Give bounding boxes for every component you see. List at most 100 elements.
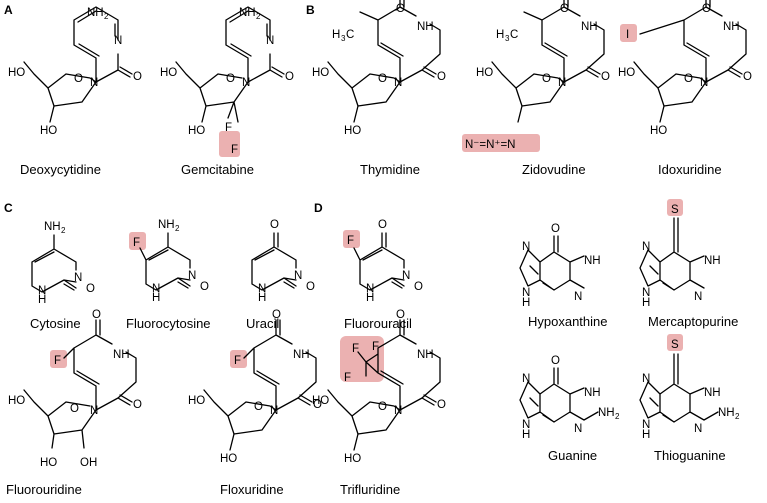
- svg-text:N: N: [694, 423, 702, 435]
- svg-text:F: F: [225, 122, 232, 134]
- svg-text:F: F: [372, 341, 379, 353]
- svg-text:N: N: [642, 419, 650, 431]
- svg-text:N: N: [242, 77, 250, 89]
- svg-text:N: N: [90, 405, 98, 417]
- svg-text:O: O: [551, 355, 560, 367]
- svg-text:O: O: [226, 73, 235, 85]
- svg-text:HO: HO: [8, 67, 25, 79]
- svg-text:NH: NH: [704, 387, 721, 399]
- molecule-name: Thymidine: [360, 162, 420, 177]
- svg-text:NH: NH: [723, 21, 740, 33]
- svg-text:O: O: [254, 401, 263, 413]
- svg-text:N: N: [266, 35, 274, 47]
- svg-text:2: 2: [615, 412, 620, 421]
- gemcitabine-structure: N N O NH 2 O HO HO F F Gemcitabine: [160, 6, 294, 177]
- svg-text:N: N: [394, 405, 402, 417]
- svg-text:N: N: [188, 270, 196, 282]
- zidovudine-structure: N NH O O H 3 C O HO N⁻=N⁺=N Zidovudine: [465, 0, 610, 177]
- svg-text:O: O: [542, 73, 551, 85]
- svg-text:N: N: [114, 35, 122, 47]
- svg-text:H: H: [642, 297, 650, 309]
- svg-text:O: O: [551, 223, 560, 235]
- molecule-name: Uracil: [246, 316, 279, 331]
- highlight-fluoro-floxuridine: [230, 350, 247, 368]
- highlight-azide: [462, 134, 540, 152]
- svg-text:HO: HO: [476, 67, 493, 79]
- highlight-difluoro: [219, 131, 240, 157]
- svg-text:S: S: [671, 339, 679, 351]
- svg-text:HO: HO: [344, 453, 361, 465]
- svg-text:N: N: [642, 287, 650, 299]
- svg-text:NH: NH: [581, 21, 598, 33]
- svg-text:H: H: [642, 429, 650, 441]
- svg-text:HO: HO: [188, 125, 205, 137]
- svg-text:N: N: [394, 77, 402, 89]
- svg-text:NH: NH: [417, 21, 434, 33]
- svg-text:HO: HO: [312, 395, 329, 407]
- svg-text:F: F: [133, 237, 140, 249]
- thymidine-structure: N NH O O H 3 C O HO HO Thymidine: [312, 0, 446, 177]
- svg-text:S: S: [671, 204, 679, 216]
- svg-text:O: O: [684, 73, 693, 85]
- svg-text:H: H: [496, 29, 504, 41]
- molecule-name: Idoxuridine: [658, 162, 722, 177]
- svg-text:O: O: [378, 73, 387, 85]
- svg-text:N: N: [574, 423, 582, 435]
- guanine-structure: O NH N NH 2 N N H Guanine: [519, 355, 620, 463]
- highlight-fluoro-fluorouridine: [50, 350, 67, 368]
- panel-label-d: D: [314, 201, 323, 215]
- svg-text:N: N: [366, 283, 374, 295]
- svg-text:C: C: [510, 29, 518, 41]
- trifluridine-structure: N NH O O F F F O HO HO Trifluridine: [312, 309, 446, 497]
- svg-text:N: N: [522, 373, 530, 385]
- azide-label: N⁻=N⁺=N: [465, 139, 516, 151]
- molecule-name: Gemcitabine: [181, 162, 254, 177]
- svg-text:NH: NH: [417, 349, 434, 361]
- svg-text:N: N: [522, 287, 530, 299]
- svg-text:F: F: [344, 372, 351, 384]
- thioguanine-structure: S NH N NH 2 N N H Thioguanine: [639, 339, 740, 463]
- svg-text:H: H: [38, 294, 46, 306]
- svg-text:NH: NH: [584, 387, 601, 399]
- svg-text:N: N: [38, 285, 46, 297]
- molecule-name: Zidovudine: [522, 162, 586, 177]
- svg-text:F: F: [352, 343, 359, 355]
- idoxuridine-structure: N NH O O I O HO HO Idoxuridine: [618, 0, 752, 177]
- molecule-name: Fluorouracil: [344, 316, 412, 331]
- svg-text:O: O: [70, 403, 79, 415]
- svg-text:O: O: [306, 281, 315, 293]
- svg-text:O: O: [560, 3, 569, 15]
- svg-text:NH: NH: [113, 349, 130, 361]
- svg-text:OH: OH: [80, 457, 97, 469]
- svg-text:2: 2: [735, 412, 740, 421]
- svg-text:O: O: [133, 399, 142, 411]
- svg-text:O: O: [378, 401, 387, 413]
- fluorouridine-structure: N NH O O F O HO HO OH Fluorouridine: [6, 309, 142, 497]
- deoxycytidine-structure: N N O NH 2 O HO HO Deoxycytidine: [8, 6, 142, 177]
- svg-text:C: C: [346, 29, 354, 41]
- hypoxanthine-structure: O NH N N N H Hypoxanthine: [519, 223, 608, 329]
- svg-text:N: N: [558, 77, 566, 89]
- svg-text:F: F: [231, 144, 238, 156]
- svg-text:HO: HO: [160, 67, 177, 79]
- svg-text:O: O: [270, 219, 279, 231]
- panel-label-c: C: [4, 201, 13, 215]
- svg-text:N: N: [258, 283, 266, 295]
- svg-text:F: F: [234, 355, 241, 367]
- panel-label-b: B: [306, 3, 315, 17]
- highlight-thio-mercaptopurine: [667, 199, 683, 216]
- svg-text:O: O: [396, 309, 405, 321]
- svg-text:2: 2: [61, 226, 66, 235]
- svg-text:H: H: [332, 29, 340, 41]
- uracil-structure: O N O H N Uracil: [246, 219, 315, 331]
- svg-text:NH: NH: [158, 219, 175, 231]
- molecule-name: Trifluridine: [340, 482, 400, 497]
- svg-text:N: N: [574, 291, 582, 303]
- panel-label-a: A: [4, 3, 13, 17]
- svg-text:2: 2: [175, 224, 180, 233]
- svg-text:O: O: [702, 3, 711, 15]
- fluorocytosine-structure: NH 2 N O H N F Fluorocytosine: [126, 219, 211, 331]
- svg-text:H: H: [522, 429, 530, 441]
- svg-text:N: N: [694, 291, 702, 303]
- molecule-name: Guanine: [548, 448, 597, 463]
